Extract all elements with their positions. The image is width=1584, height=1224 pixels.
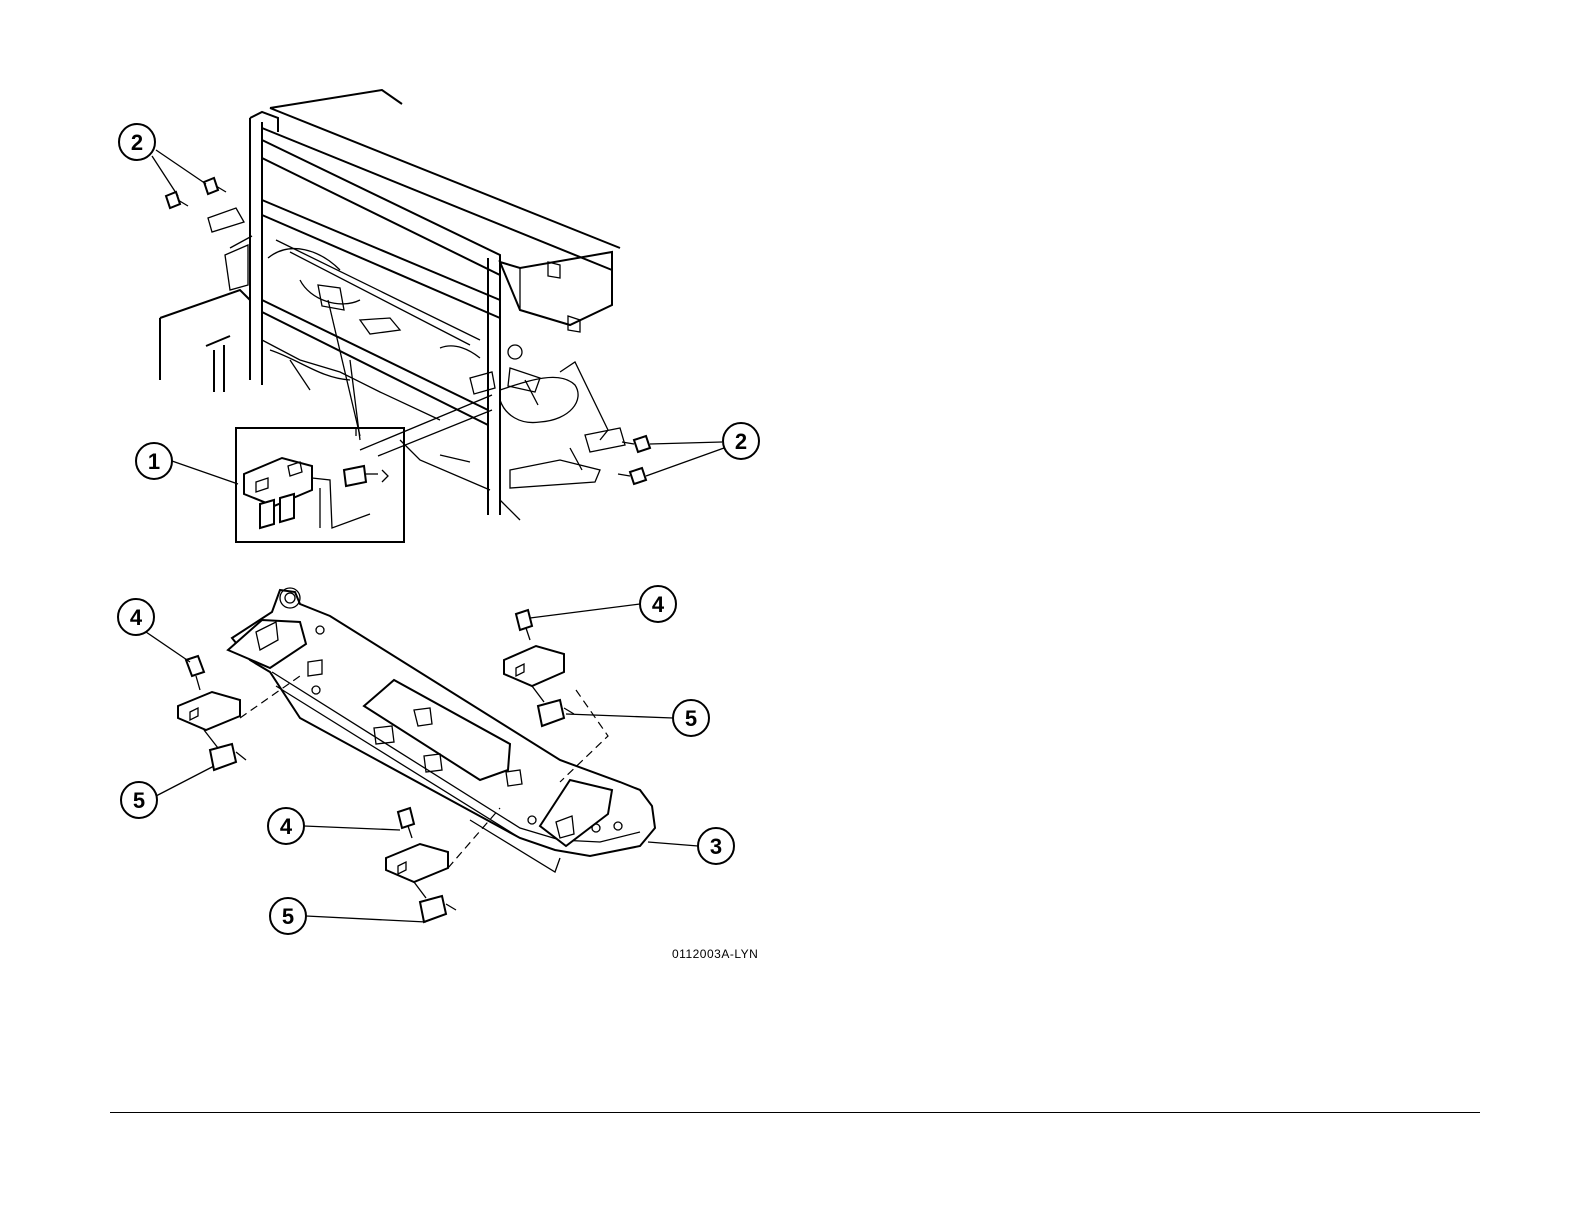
callout-5: 5 — [566, 700, 709, 736]
svg-text:2: 2 — [735, 429, 747, 454]
leader-line — [360, 395, 492, 450]
sensor-bracket-left — [178, 656, 300, 770]
upper-assembly-drawing — [160, 90, 625, 520]
sensor-bracket-right — [504, 610, 608, 782]
screw-icon — [204, 178, 226, 194]
callout-1: 1 — [136, 443, 238, 484]
sensor-bracket-bottom — [386, 808, 500, 922]
callout-2: 2 — [119, 124, 206, 196]
svg-text:4: 4 — [130, 605, 143, 630]
svg-text:1: 1 — [148, 449, 160, 474]
figure-id-label: 0112003A-LYN — [672, 947, 758, 961]
leader-line — [378, 410, 492, 456]
screw-icon — [622, 436, 650, 452]
svg-text:5: 5 — [133, 788, 145, 813]
callout-4: 4 — [268, 808, 400, 844]
svg-text:4: 4 — [652, 592, 665, 617]
screw-icon — [618, 468, 646, 484]
callout-4: 4 — [118, 599, 190, 662]
svg-text:3: 3 — [710, 834, 722, 859]
leader-line — [328, 300, 360, 436]
svg-text:5: 5 — [282, 904, 294, 929]
svg-text:5: 5 — [685, 706, 697, 731]
callout-2: 2 — [646, 423, 759, 476]
sensor-detail-inset — [236, 428, 404, 542]
callout-3: 3 — [648, 828, 734, 864]
callout-5: 5 — [270, 898, 426, 934]
callout-4: 4 — [530, 586, 676, 622]
footer-rule — [110, 1112, 1480, 1113]
svg-text:2: 2 — [131, 130, 143, 155]
callout-5: 5 — [121, 766, 214, 818]
svg-text:4: 4 — [280, 814, 293, 839]
